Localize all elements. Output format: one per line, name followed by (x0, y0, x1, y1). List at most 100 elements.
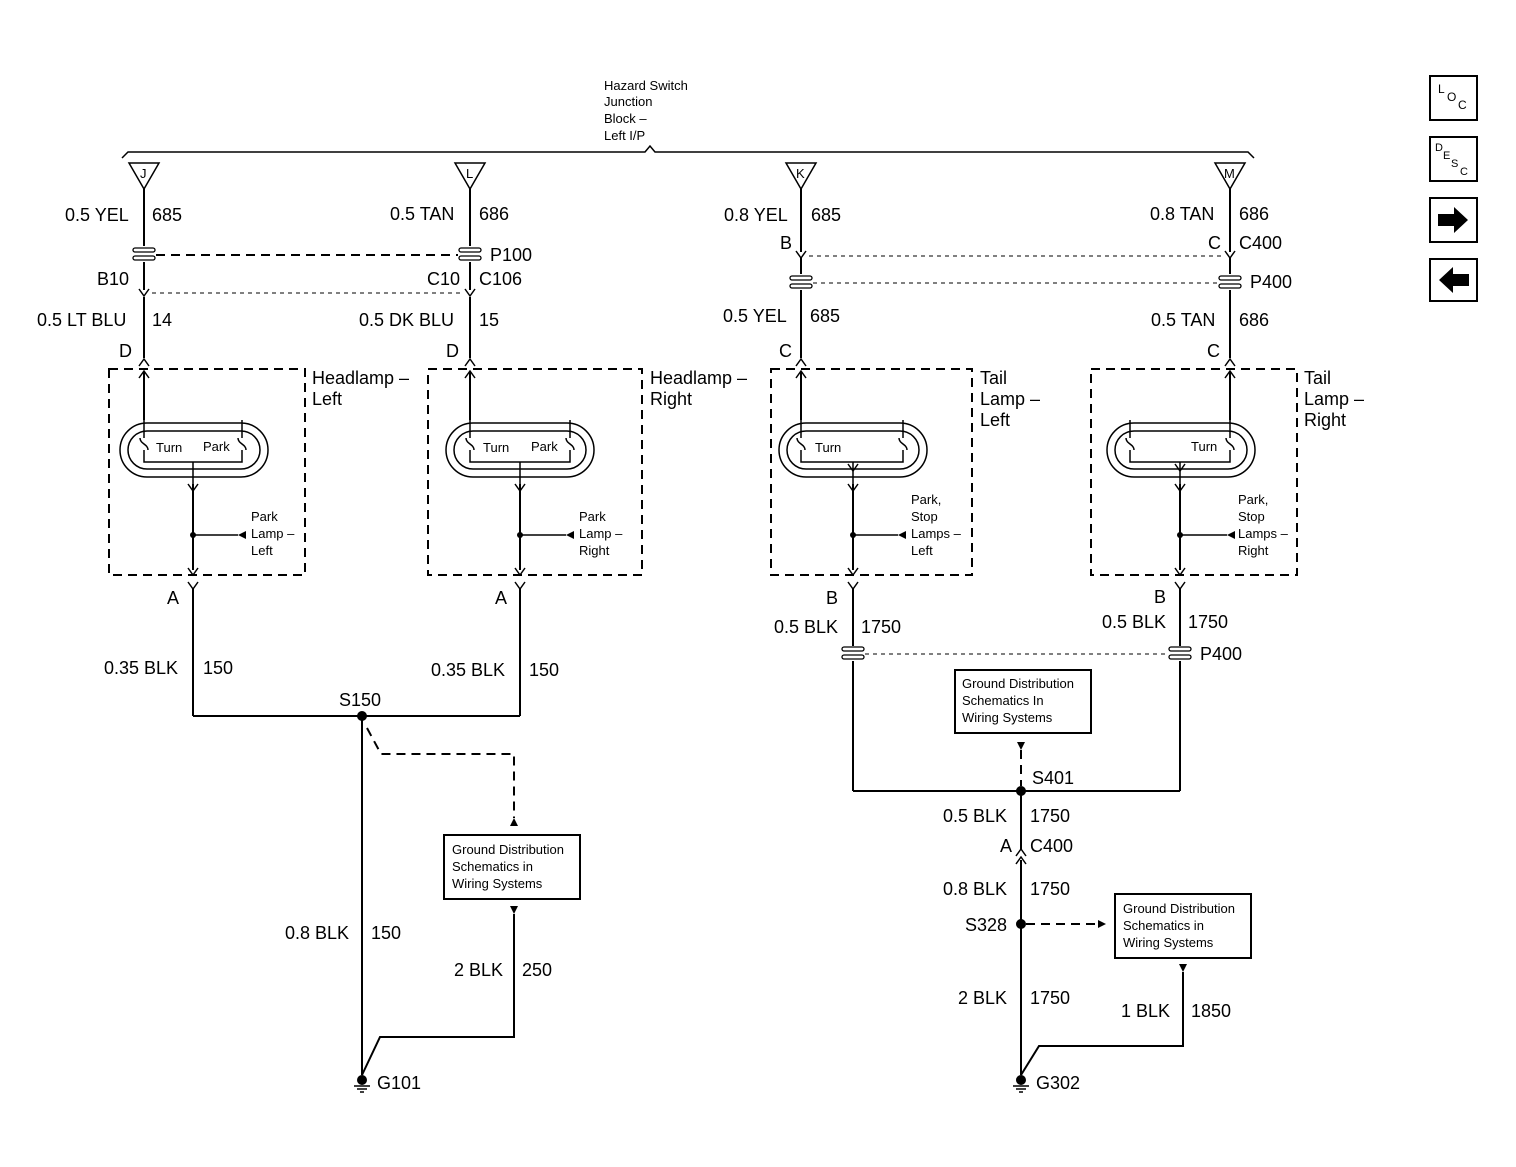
location-button[interactable]: L O C (1429, 75, 1478, 121)
park-lamp-left-1: Park (251, 509, 278, 524)
park-lamp-right-2: Lamp – (579, 526, 623, 541)
junction-block-bracket (121, 144, 1255, 159)
wire-col1-top-circuit: 685 (152, 205, 182, 225)
connector-c400-top: C400 (1239, 233, 1282, 253)
pin-m-label: M (1224, 166, 1235, 181)
wire-col4-mid-color: 0.5 TAN (1151, 310, 1215, 330)
tail-lamp-left-bulb: Turn (778, 420, 928, 484)
description-button[interactable]: D E S C (1429, 136, 1478, 182)
wire-g302-main-color: 2 BLK (958, 988, 1007, 1008)
ground-distribution-link-right[interactable]: Ground Distribution Schematics in Wiring… (1114, 893, 1252, 959)
wire-col1-bot-color: 0.35 BLK (104, 658, 178, 678)
tail-left-label-1: Tail (980, 368, 1007, 388)
stop-lamp-left-3: Lamps – (911, 526, 962, 541)
stop-lamp-left-2: Stop (911, 509, 938, 524)
wire-col4-mid-circuit: 686 (1239, 310, 1269, 330)
wire-col3-bot-color: 0.5 BLK (774, 617, 838, 637)
title-line-3: Block – (604, 111, 647, 126)
tail-lamp-right-bulb: Turn (1106, 420, 1256, 484)
headlamp-left-label-1: Headlamp – (312, 368, 409, 388)
bulb-park-label: Park (531, 439, 558, 454)
headlamp-right-bulb: Turn Park (445, 420, 595, 484)
park-lamp-right-3: Right (579, 543, 610, 558)
pin-col4-b: B (1154, 587, 1166, 607)
pin-col2-a: A (495, 588, 507, 608)
headlamp-left-label-2: Left (312, 389, 342, 409)
desc-c: C (1460, 166, 1468, 178)
ground-distribution-link-top[interactable]: Ground Distribution Schematics In Wiring… (954, 669, 1092, 734)
gd-top-line-1: Ground Distribution (962, 676, 1074, 691)
pin-col3-b: B (826, 588, 838, 608)
ground-g101: G101 (377, 1073, 421, 1093)
bulb-turn-label: Turn (156, 440, 182, 455)
wire-s401-down-circuit: 1750 (1030, 806, 1070, 826)
ground-g101-icon (353, 1074, 371, 1093)
gd-left-line-1: Ground Distribution (452, 842, 564, 857)
pin-col4-c: C (1207, 341, 1220, 361)
park-lamp-right-1: Park (579, 509, 606, 524)
splice-s401: S401 (1032, 768, 1074, 788)
wire-col3-top-color: 0.8 YEL (724, 205, 788, 225)
tail-left-label-3: Left (980, 410, 1010, 430)
headlamp-right-label-2: Right (650, 389, 692, 409)
ground-circuit-right (853, 742, 1187, 1093)
gd-top-line-3: Wiring Systems (962, 710, 1053, 725)
wire-c400-down-circuit: 1750 (1030, 879, 1070, 899)
wire-col3-mid-circuit: 685 (810, 306, 840, 326)
wire-col2-bot-circuit: 150 (529, 660, 559, 680)
wire-col3-bot-circuit: 1750 (861, 617, 901, 637)
previous-page-button[interactable] (1429, 258, 1478, 302)
title-line-2: Junction (604, 94, 652, 109)
wire-col4-top-circuit: 686 (1239, 204, 1269, 224)
next-page-button[interactable] (1429, 197, 1478, 243)
bulb-park-label: Park (203, 439, 230, 454)
gd-right-line-2: Schematics in (1123, 918, 1204, 933)
wire-g101-main-color: 0.8 BLK (285, 923, 349, 943)
column-2-wiring (458, 189, 526, 716)
stop-lamp-right-4: Right (1238, 543, 1269, 558)
pin-col3-c: C (779, 341, 792, 361)
right-arrow-icon (1438, 207, 1468, 233)
tail-right-label-3: Right (1304, 410, 1346, 430)
column-4-wiring (1168, 189, 1242, 791)
headlamp-right-label-1: Headlamp – (650, 368, 747, 388)
tail-left-label-2: Lamp – (980, 389, 1040, 409)
tail-right-label-1: Tail (1304, 368, 1331, 388)
park-lamp-left-2: Lamp – (251, 526, 295, 541)
ground-g302-icon (1012, 1074, 1030, 1093)
headlamp-right-box (427, 368, 643, 576)
connector-p400-bot: P400 (1200, 644, 1242, 664)
gd-top-line-2: Schematics In (962, 693, 1044, 708)
connector-p100: P100 (490, 245, 532, 265)
column-3-wiring (789, 189, 865, 791)
wire-col2-mid-color: 0.5 DK BLU (359, 310, 454, 330)
wire-col1-mid-color: 0.5 LT BLU (37, 310, 126, 330)
tail-right-label-2: Lamp – (1304, 389, 1364, 409)
wire-col1-bot-circuit: 150 (203, 658, 233, 678)
left-arrow-icon (1439, 267, 1469, 293)
wire-g101-main-circuit: 150 (371, 923, 401, 943)
connector-b-k: B (780, 233, 792, 253)
loc-c: C (1458, 98, 1467, 112)
wire-col3-top-circuit: 685 (811, 205, 841, 225)
wire-g101-branch-color: 2 BLK (454, 960, 503, 980)
gd-left-line-2: Schematics in (452, 859, 533, 874)
wire-g101-branch-circuit: 250 (522, 960, 552, 980)
stop-lamp-right-3: Lamps – (1238, 526, 1289, 541)
pin-l-label: L (466, 166, 473, 181)
loc-o: O (1447, 90, 1456, 104)
connector-c106: C106 (479, 269, 522, 289)
bulb-turn-label: Turn (815, 440, 841, 455)
connector-c10: C10 (427, 269, 460, 289)
loc-l: L (1438, 82, 1445, 96)
wire-col3-mid-color: 0.5 YEL (723, 306, 787, 326)
stop-lamp-right-1: Park, (1238, 492, 1268, 507)
desc-s: S (1451, 158, 1458, 170)
splice-s328: S328 (965, 915, 1007, 935)
junction-block-title: Hazard Switch Junction Block – Left I/P (604, 78, 688, 143)
splice-s150: S150 (339, 690, 381, 710)
ground-distribution-link-left[interactable]: Ground Distribution Schematics in Wiring… (443, 834, 581, 900)
column-1-wiring (132, 189, 199, 716)
wire-col1-top-color: 0.5 YEL (65, 205, 129, 225)
